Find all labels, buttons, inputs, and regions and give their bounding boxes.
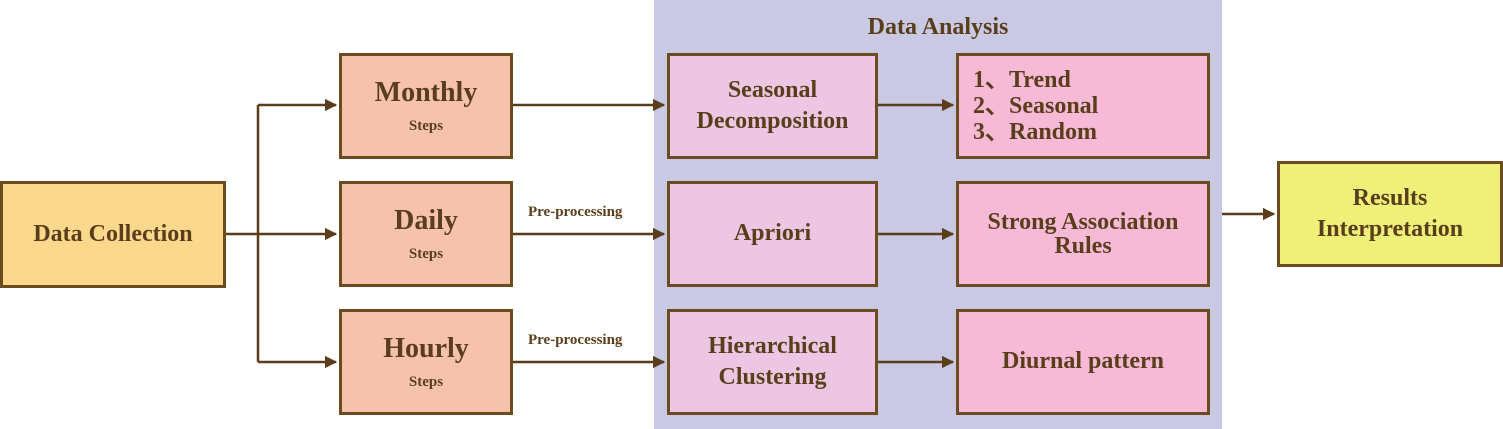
diurnal-label: Diurnal pattern (1002, 348, 1164, 375)
association-line-2: Rules (1054, 233, 1112, 259)
hourly-steps-box: Hourly Steps (339, 309, 513, 415)
monthly-title: Monthly (374, 77, 478, 109)
edge-label-daily: Pre-processing (528, 204, 623, 220)
final-line-1: Results (1352, 184, 1428, 211)
seasonal-components-box: 1、Trend 2、Seasonal 3、Random (956, 53, 1210, 159)
daily-steps-box: Daily Steps (339, 181, 513, 287)
apriori-box: Apriori (667, 181, 878, 287)
hierarchical-clustering-box: Hierarchical Clustering (667, 309, 878, 415)
apriori-label: Apriori (733, 220, 812, 247)
association-line-1: Strong Association (987, 209, 1179, 235)
results-interpretation-box: Results Interpretation (1277, 161, 1503, 267)
daily-title: Daily (394, 205, 458, 237)
daily-sub: Steps (408, 245, 444, 262)
hierarchical-line-2: Clustering (718, 364, 827, 390)
component-item: 2、Seasonal (973, 93, 1099, 119)
seasonal-decomposition-box: Seasonal Decomposition (667, 53, 878, 159)
strong-association-rules-box: Strong Association Rules (956, 181, 1210, 287)
data-collection-label: Data Collection (33, 220, 193, 247)
component-item: 1、Trend (973, 67, 1071, 93)
seasonal-line-1: Seasonal (727, 76, 818, 103)
component-item: 3、Random (973, 119, 1098, 145)
hourly-title: Hourly (383, 333, 469, 365)
diurnal-pattern-box: Diurnal pattern (956, 309, 1210, 415)
seasonal-line-2: Decomposition (696, 108, 849, 134)
panel-title: Data Analysis (867, 14, 1009, 40)
edge-label-hourly: Pre-processing (528, 332, 623, 348)
final-line-2: Interpretation (1316, 216, 1464, 242)
hierarchical-line-1: Hierarchical (708, 332, 837, 359)
data-collection-box: Data Collection (0, 181, 226, 288)
monthly-sub: Steps (408, 117, 444, 134)
monthly-steps-box: Monthly Steps (339, 53, 513, 159)
hourly-sub: Steps (408, 373, 444, 390)
